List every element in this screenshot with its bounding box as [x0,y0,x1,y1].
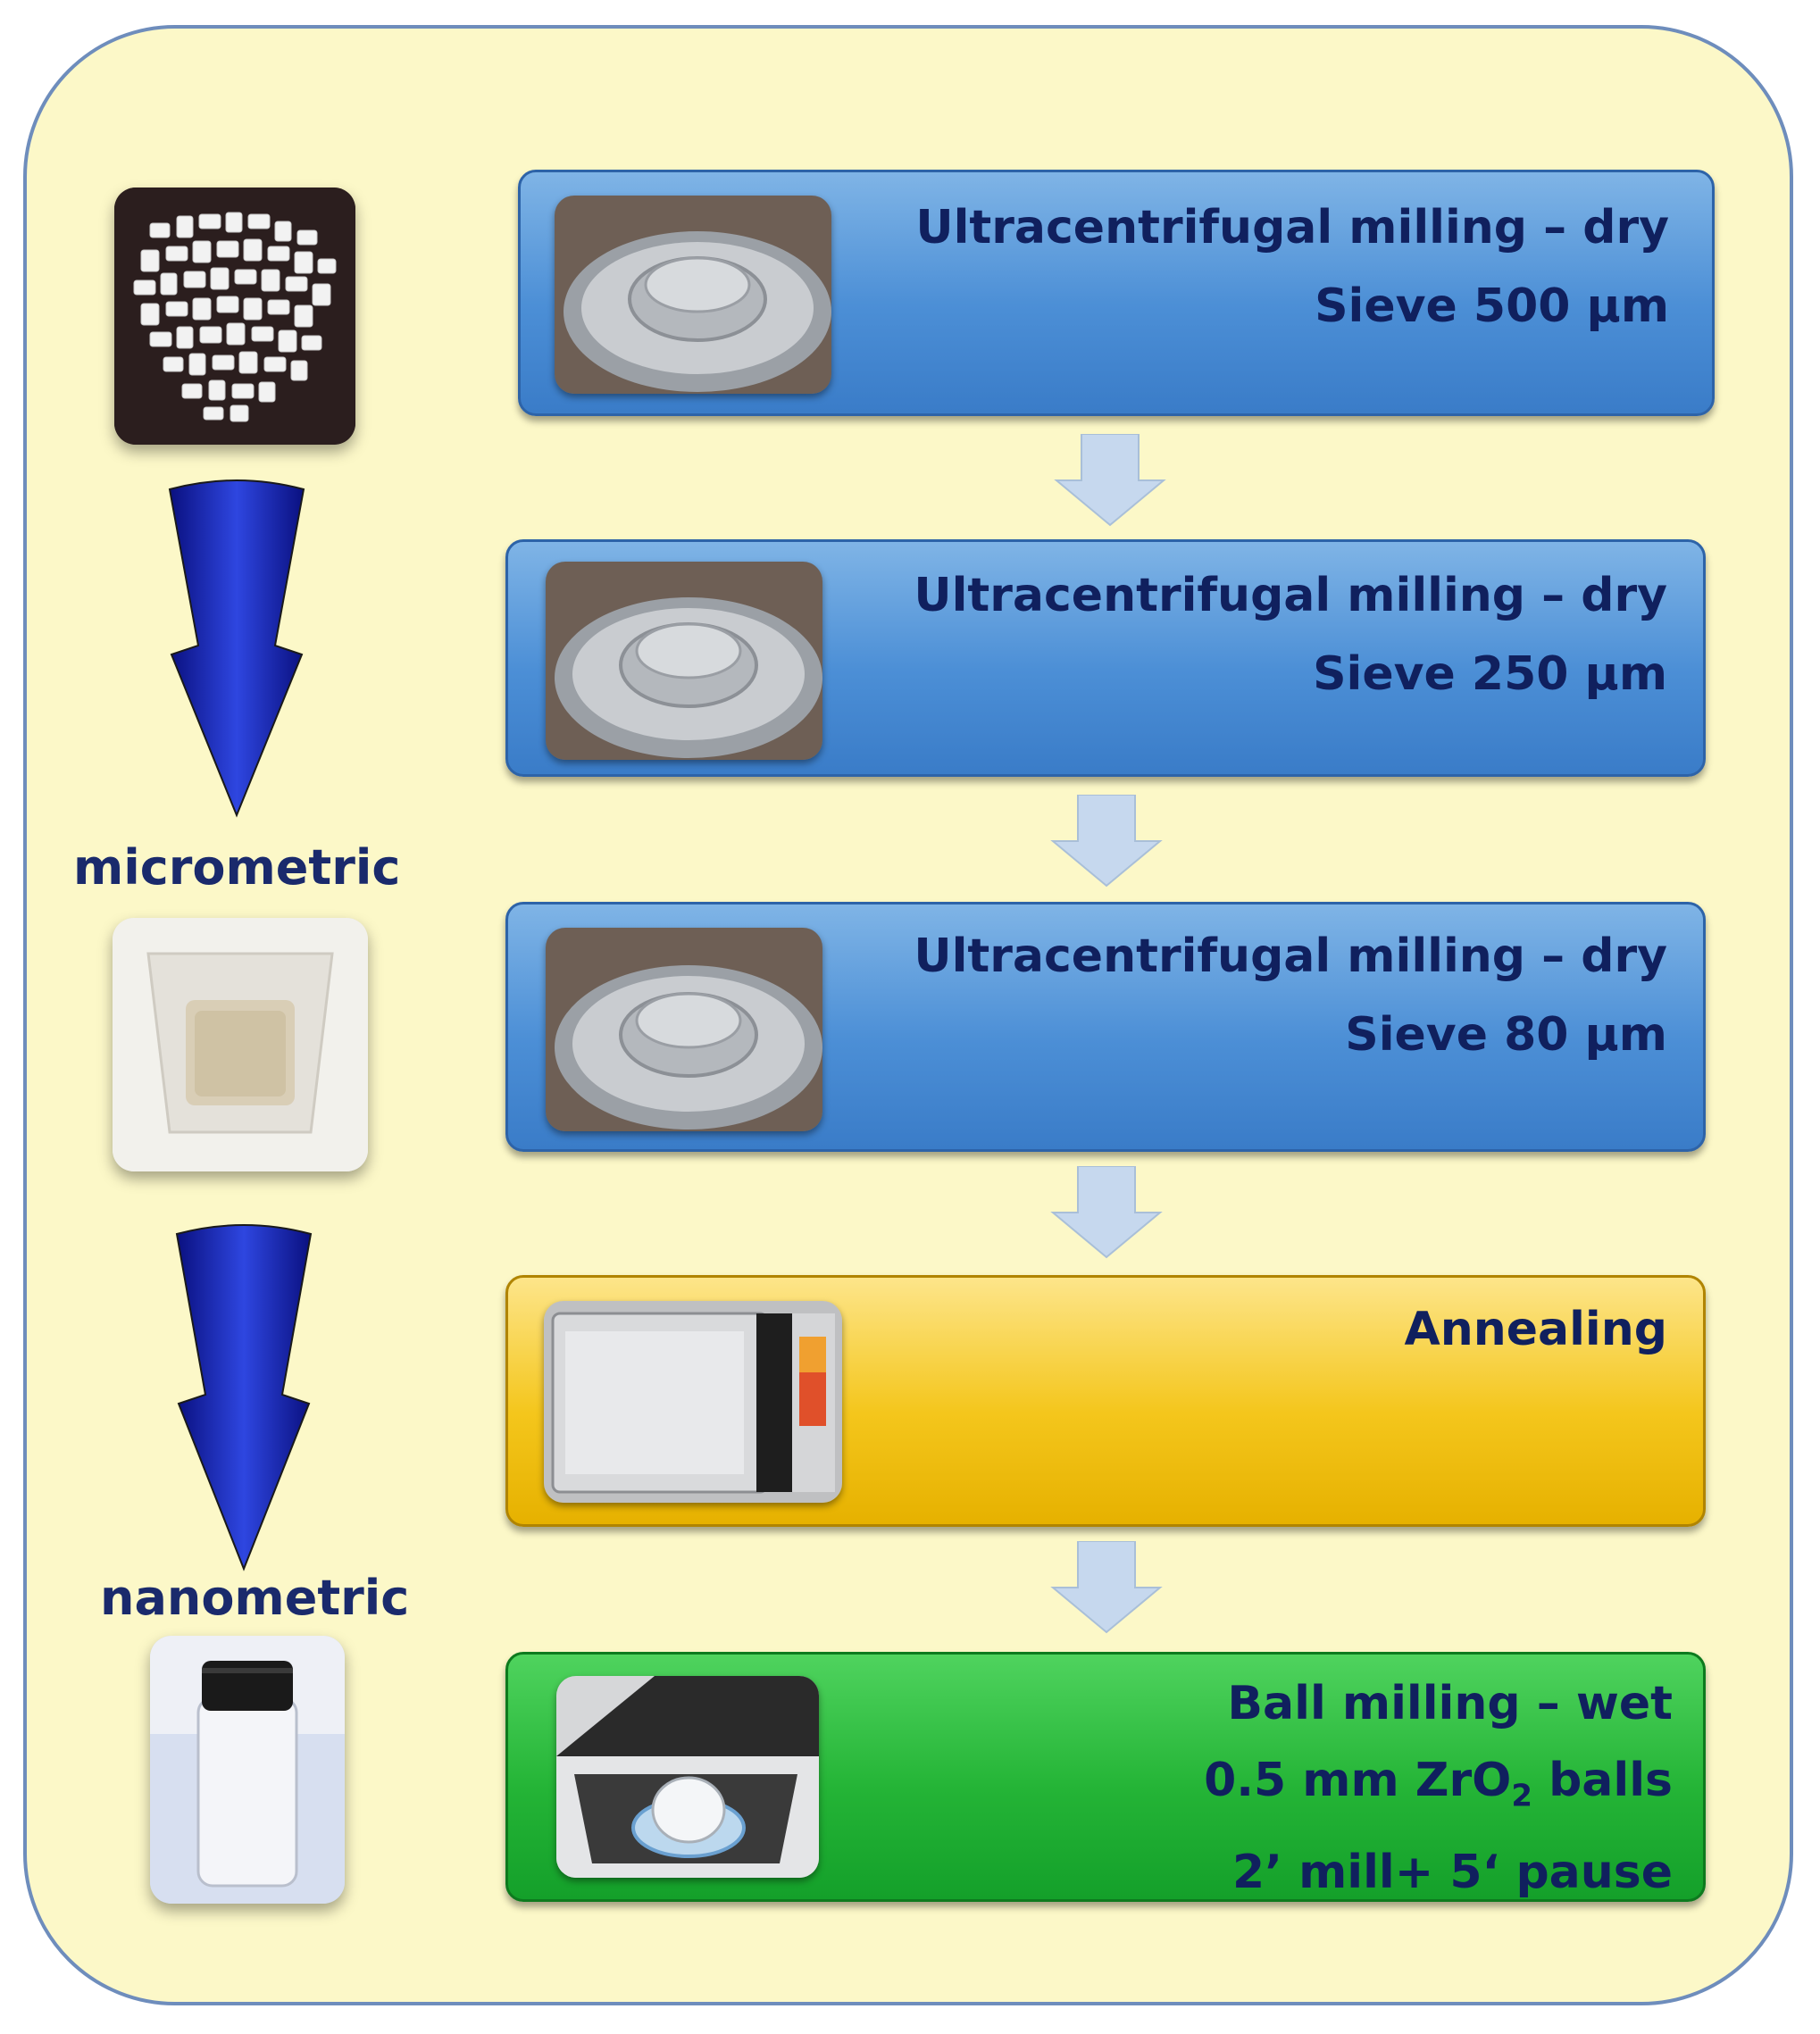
zro2-suffix: balls [1532,1754,1673,1807]
step-1-line-2: Sieve 500 µm [1315,279,1669,333]
step-5-text: Ball milling – wet 0.5 mm ZrO2 balls 2’ … [1204,1665,1673,1911]
nano-arrow [168,1216,320,1573]
step-ucm-80: Ultracentrifugal milling – dry Sieve 80 … [505,902,1706,1152]
step-1-text: Ultracentrifugal milling – dry Sieve 500… [915,188,1669,346]
step-5-line-3: 2’ mill+ 5‘ pause [1232,1846,1673,1900]
step-5-line-2: 0.5 mm ZrO2 balls [1204,1742,1673,1834]
flow-arrow-1 [1052,434,1168,527]
step-annealing: Annealing [505,1275,1706,1527]
step-3-line-2: Sieve 80 µm [1345,1008,1667,1062]
flow-arrow-3 [1048,1166,1165,1259]
zro2-prefix: 0.5 mm ZrO [1204,1754,1512,1807]
step-3-line-1: Ultracentrifugal milling – dry [914,929,1667,983]
ball-mill-photo [556,1676,819,1878]
oven-photo [544,1301,842,1503]
step-2-line-2: Sieve 250 µm [1313,647,1667,701]
step-4-text: Annealing [1404,1290,1667,1369]
nanometric-label: nanometric [100,1570,410,1626]
vial-photo [150,1636,345,1904]
flow-arrow-4 [1048,1541,1165,1634]
mill-photo-1 [555,196,831,394]
step-2-line-1: Ultracentrifugal milling – dry [914,569,1667,622]
flow-arrow-2 [1048,795,1165,888]
micrometric-label: micrometric [73,839,401,896]
step-ucm-250: Ultracentrifugal milling – dry Sieve 250… [505,539,1706,777]
step-ball-milling: Ball milling – wet 0.5 mm ZrO2 balls 2’ … [505,1652,1706,1902]
step-3-text: Ultracentrifugal milling – dry Sieve 80 … [914,917,1667,1074]
powder-tray-photo [113,918,368,1171]
step-2-text: Ultracentrifugal milling – dry Sieve 250… [914,556,1667,713]
mill-photo-2 [546,562,822,760]
step-5-line-1: Ball milling – wet [1227,1677,1673,1730]
step-1-line-1: Ultracentrifugal milling – dry [915,201,1669,254]
pellets-photo [114,188,355,445]
mill-photo-3 [546,928,822,1131]
micro-arrow [161,471,313,820]
zro2-subscript: 2 [1511,1778,1532,1814]
step-ucm-500: Ultracentrifugal milling – dry Sieve 500… [518,170,1715,416]
step-4-line-1: Annealing [1404,1303,1667,1356]
